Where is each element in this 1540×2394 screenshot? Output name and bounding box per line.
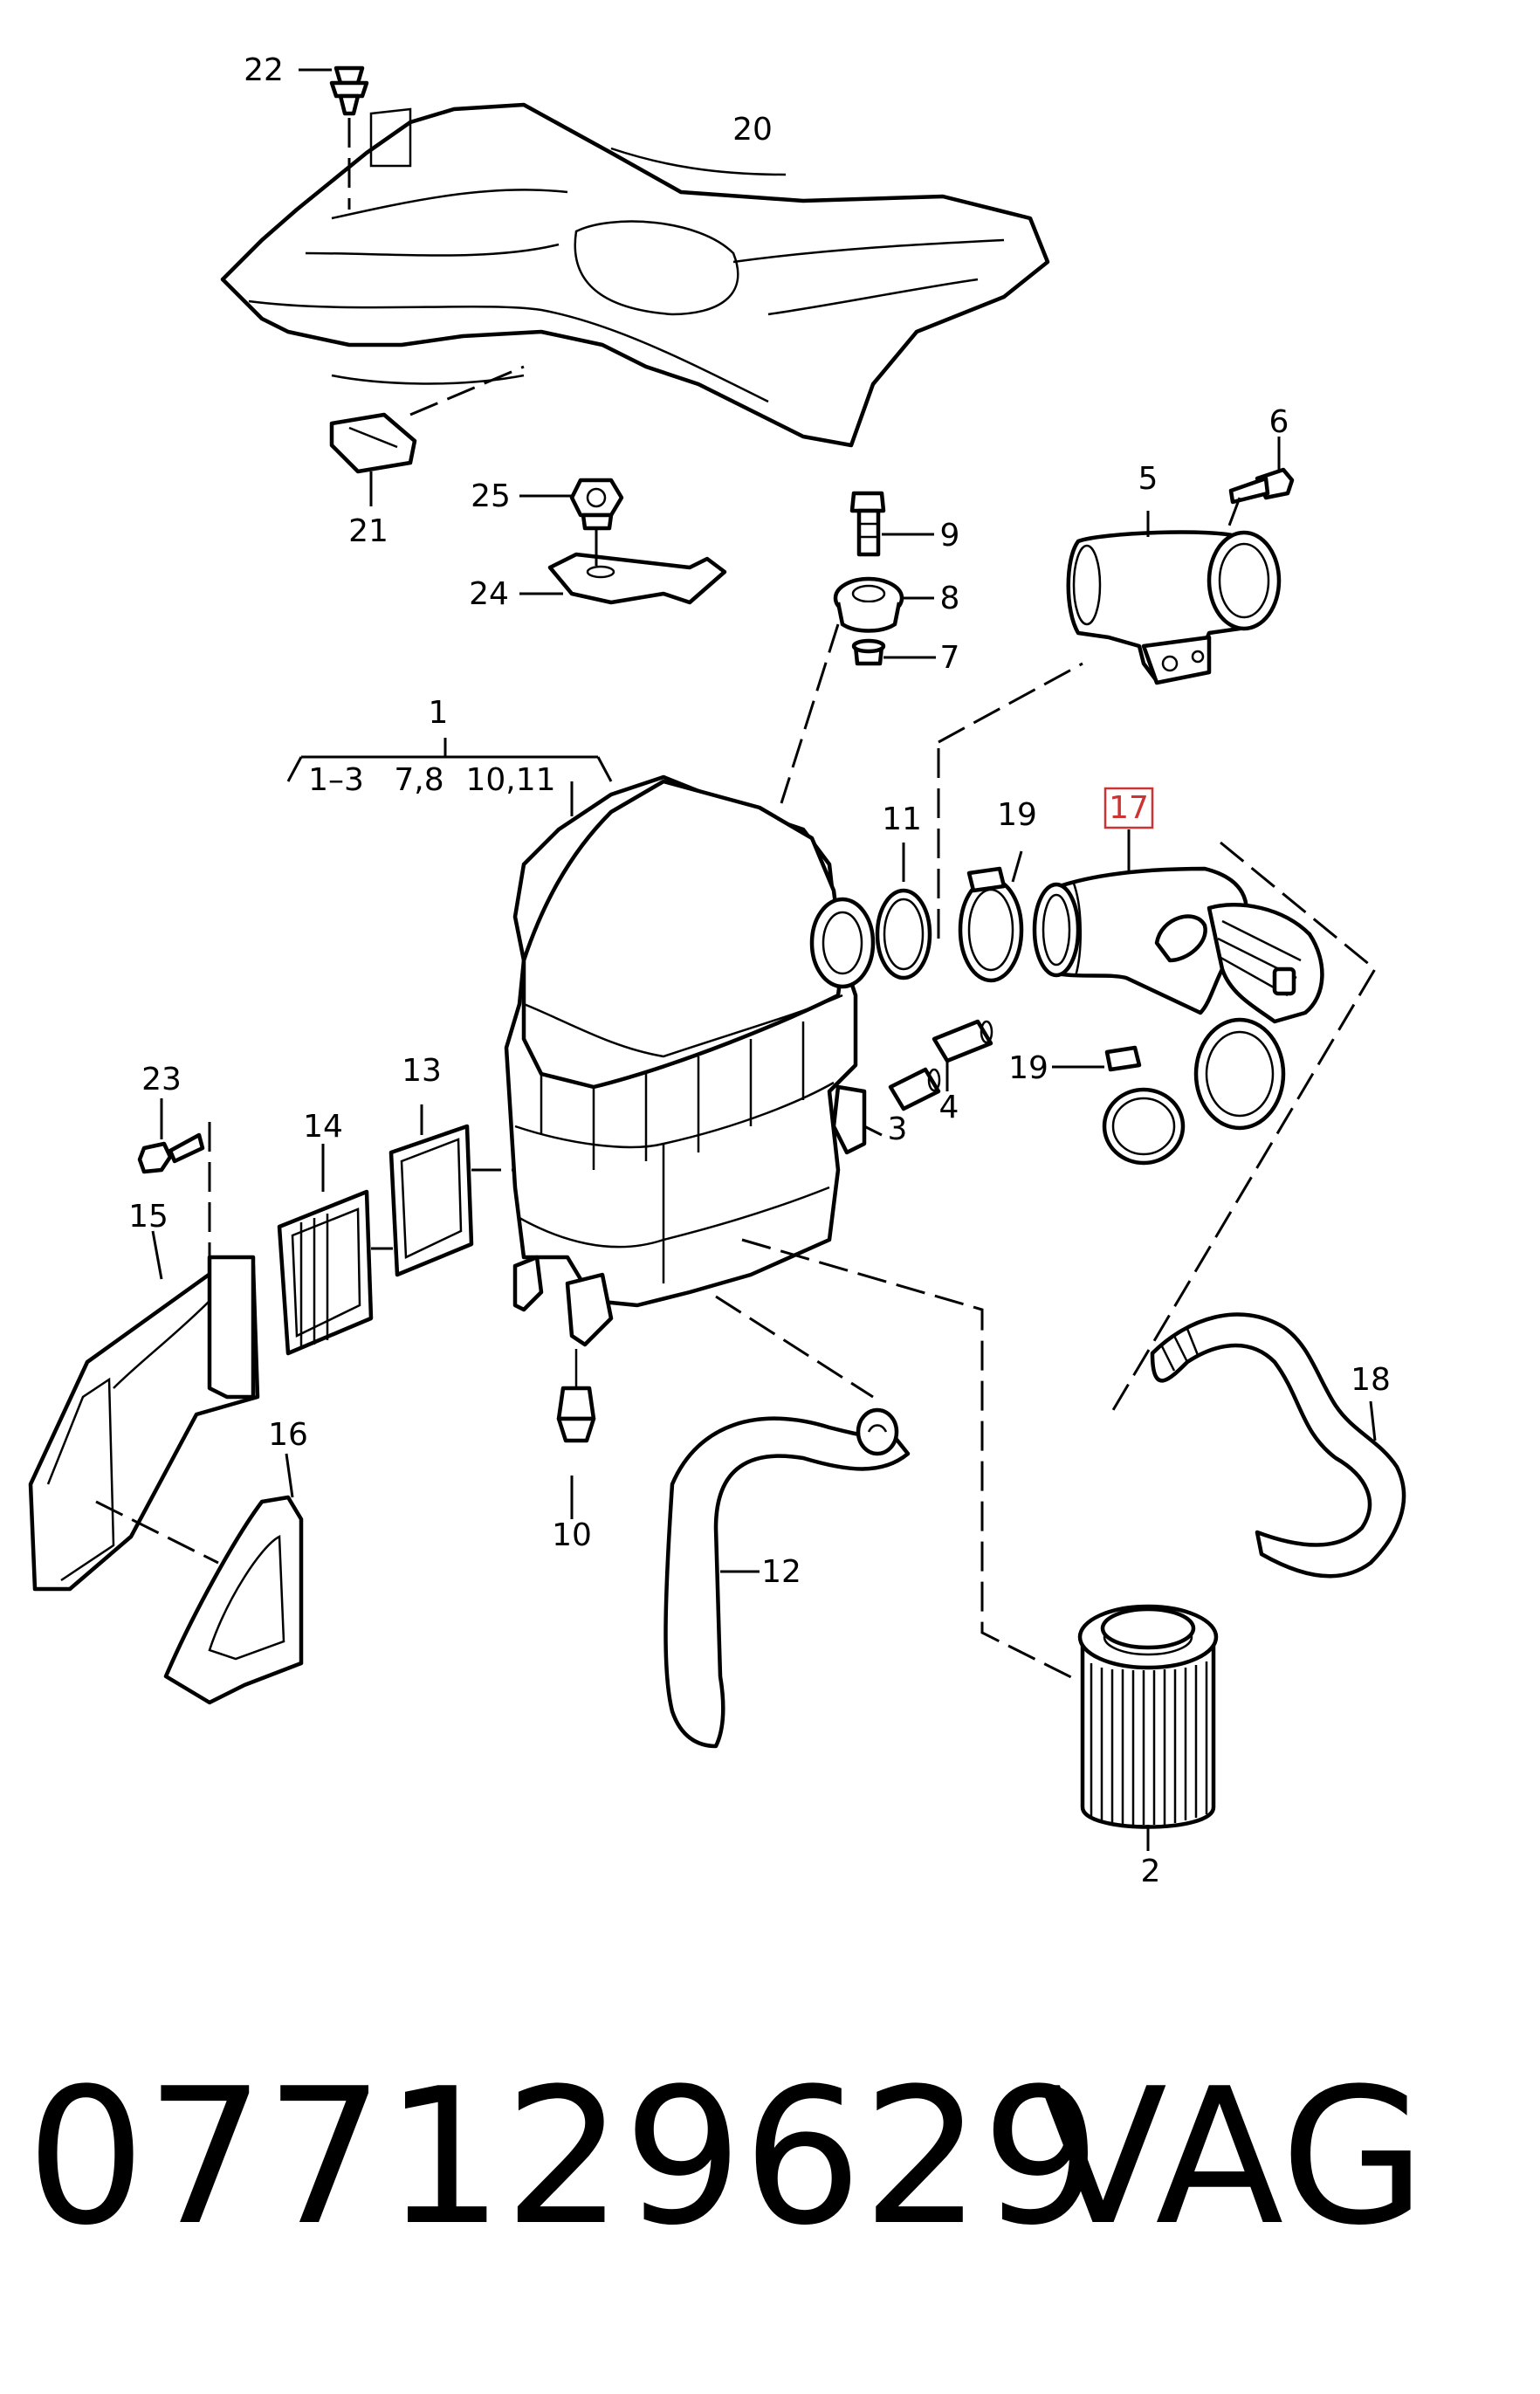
part-1-air-filter-housing bbox=[504, 774, 876, 1347]
callout-1: 1 bbox=[429, 695, 449, 731]
part-4-hose bbox=[932, 1019, 993, 1091]
part-13-seal bbox=[388, 1104, 474, 1277]
part-7-bush bbox=[851, 638, 936, 666]
callout-19a: 19 bbox=[997, 797, 1037, 833]
part-2-filter-element bbox=[1077, 1604, 1219, 1851]
callout-20: 20 bbox=[732, 112, 773, 148]
part-3-hose bbox=[863, 1067, 941, 1137]
callout-10: 10 bbox=[552, 1517, 592, 1553]
part-16-air-guide bbox=[163, 1453, 304, 1705]
callout-2: 2 bbox=[1141, 1854, 1161, 1889]
callout-23: 23 bbox=[141, 1062, 182, 1097]
part-24-bracket bbox=[519, 528, 727, 605]
callout-4: 4 bbox=[939, 1090, 959, 1125]
callout-6: 6 bbox=[1269, 404, 1289, 440]
callout-17: 17 bbox=[1109, 790, 1149, 826]
callout-11: 11 bbox=[882, 801, 922, 837]
part-11-seal-ring bbox=[875, 843, 932, 980]
part-19-hose-clamp-upper bbox=[958, 850, 1024, 983]
brand-name: VAG bbox=[1039, 2047, 1426, 2267]
callout-18: 18 bbox=[1351, 1362, 1391, 1398]
part-number: 077129629 bbox=[26, 2047, 1101, 2267]
part-8-grommet bbox=[833, 576, 934, 633]
callout-labels: 1 2 3 4 5 6 7 8 9 10 11 12 13 14 15 16 1… bbox=[128, 52, 1391, 1889]
part-21-clip bbox=[329, 365, 525, 506]
callout-5: 5 bbox=[1138, 461, 1158, 497]
callout-19b: 19 bbox=[1008, 1050, 1048, 1086]
part-15-air-duct bbox=[28, 1230, 260, 1592]
callout-25: 25 bbox=[471, 478, 511, 514]
callout-24: 24 bbox=[469, 576, 509, 612]
part-20-engine-cover bbox=[220, 102, 1050, 448]
part-19-hose-clamp-lower bbox=[1052, 1045, 1186, 1166]
callout-16: 16 bbox=[268, 1417, 308, 1453]
callout-13: 13 bbox=[402, 1053, 442, 1089]
callout-22: 22 bbox=[244, 52, 284, 88]
callout-8: 8 bbox=[940, 581, 960, 616]
part-22-push-rivet bbox=[299, 65, 369, 210]
callout-7: 7 bbox=[940, 640, 960, 676]
callout-3: 3 bbox=[888, 1111, 908, 1147]
callout-17-highlight bbox=[1103, 787, 1154, 829]
callout-9: 9 bbox=[940, 518, 960, 554]
part-17-intake-hose bbox=[1032, 829, 1324, 1131]
part-5-air-mass-meter-housing bbox=[1066, 511, 1282, 685]
part-10-drain-valve bbox=[556, 1349, 596, 1519]
callout-12: 12 bbox=[761, 1554, 801, 1590]
group-1-range-b: 7,8 bbox=[394, 762, 443, 798]
group-1-range-a: 1–3 bbox=[308, 762, 364, 798]
part-25-nut bbox=[519, 478, 624, 531]
part-6-screw bbox=[1225, 437, 1295, 533]
callout-15: 15 bbox=[128, 1199, 168, 1235]
callout-21: 21 bbox=[348, 513, 388, 549]
part-12-drain-hose bbox=[663, 1407, 911, 1749]
callout-14: 14 bbox=[303, 1109, 343, 1145]
part-18-hose bbox=[1150, 1312, 1406, 1579]
part-14-seal bbox=[277, 1144, 374, 1356]
group-1-range-c: 10,11 bbox=[465, 762, 555, 798]
part-9-screw bbox=[849, 491, 934, 557]
